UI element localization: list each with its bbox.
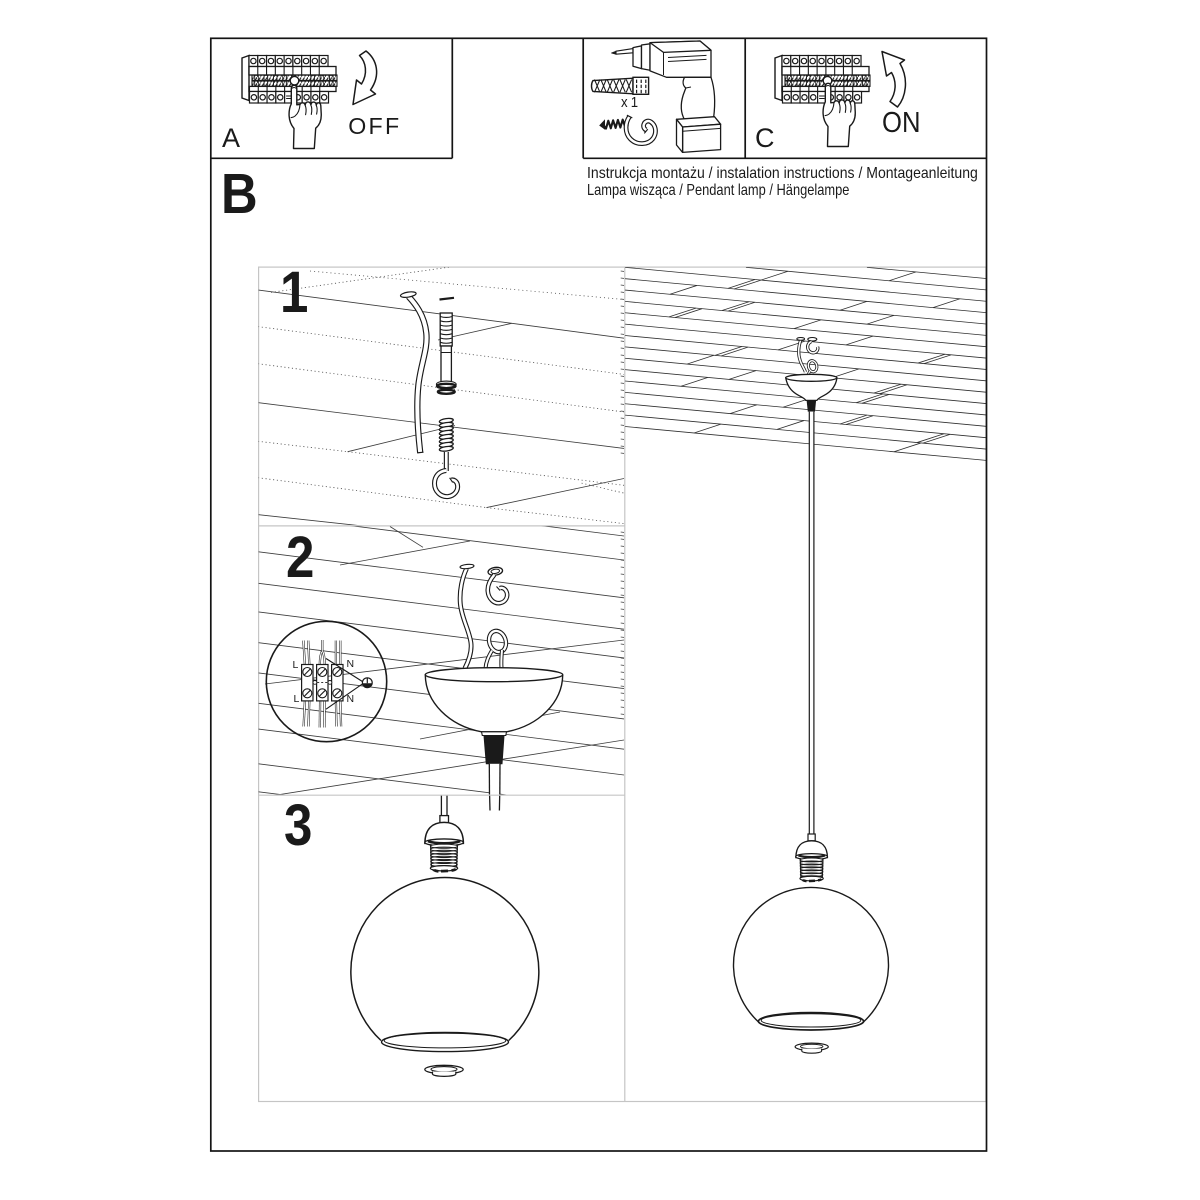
drill-icon bbox=[611, 40, 722, 154]
ceiling-cable-step2 bbox=[457, 563, 475, 670]
hook-screw-step1 bbox=[431, 417, 461, 500]
breaker-panel-off-icon bbox=[241, 54, 338, 104]
ceiling-planks-assembled bbox=[625, 267, 986, 461]
box-a-action: OFF bbox=[348, 112, 402, 139]
hook-assembly-right bbox=[796, 336, 820, 379]
box-c-label: C bbox=[755, 122, 775, 153]
outer-frame bbox=[209, 37, 988, 1152]
terminal-label-n-top: N bbox=[346, 658, 355, 670]
cable-loop-step2 bbox=[483, 628, 509, 669]
ceiling-planks-step1 bbox=[258, 267, 624, 526]
tools-quantity: x 1 bbox=[621, 94, 638, 112]
terminal-label-l-top: L bbox=[292, 659, 299, 671]
canopy-right bbox=[785, 373, 838, 834]
screw-icon bbox=[599, 118, 629, 130]
box-c-action: ON bbox=[882, 106, 921, 139]
breaker-panel-on-icon bbox=[774, 54, 871, 104]
arrow-up-icon bbox=[881, 50, 907, 108]
step-3-number: 3 bbox=[283, 792, 313, 858]
caption-line1: Instrukcja montażu / instalation instruc… bbox=[587, 164, 978, 182]
step-2-number: 2 bbox=[285, 524, 315, 590]
terminal-label-n-bottom: N bbox=[346, 693, 355, 705]
caption-line2: Lampa wisząca / Pendant lamp / Hängelamp… bbox=[587, 182, 850, 200]
box-a-label: A bbox=[222, 122, 241, 153]
lamp-step3 bbox=[350, 795, 540, 1077]
wall-anchor-step1 bbox=[435, 296, 457, 395]
ceiling-hook-step2 bbox=[485, 566, 510, 606]
arrow-down-icon bbox=[352, 50, 378, 106]
wall-plug-icon bbox=[590, 76, 650, 96]
ceiling-cable-step1 bbox=[399, 291, 430, 454]
wiring-detail bbox=[265, 620, 388, 743]
canopy-step2 bbox=[424, 667, 564, 795]
lamp-right bbox=[732, 833, 890, 1054]
terminal-label-l-bottom: L bbox=[293, 693, 300, 705]
section-label: B bbox=[220, 161, 258, 226]
step-1-number: 1 bbox=[279, 259, 309, 325]
hook-icon bbox=[623, 114, 658, 147]
